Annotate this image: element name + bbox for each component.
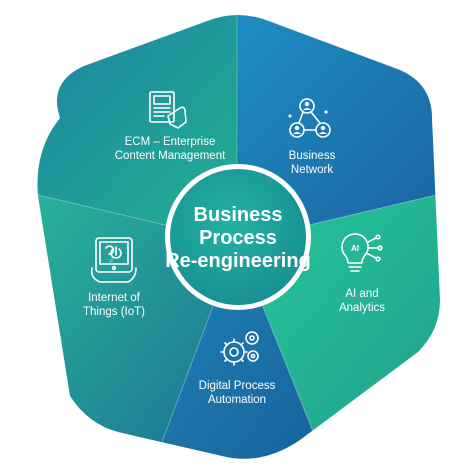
- ai-analytics-label-line-1: AI and: [345, 288, 378, 300]
- iot-label-line-1: Internet of: [88, 292, 141, 304]
- business-network-group: Business Network: [288, 98, 336, 176]
- center-title-line-3: Re-engineering: [165, 250, 311, 272]
- iot-label-line-2: Things (IoT): [83, 306, 145, 318]
- network-people-icon: [288, 98, 331, 138]
- document-hand-icon: [149, 91, 187, 129]
- business-network-label-line-1: Business: [289, 150, 336, 162]
- ecm-label-line-1: ECM – Enterprise: [125, 136, 216, 148]
- digital-process-automation-label-line-2: Automation: [208, 394, 266, 406]
- center-circle: [170, 169, 306, 305]
- tablet-iot-icon: ♫: [90, 237, 137, 283]
- segment-digital-process-automation: [150, 242, 330, 459]
- ecm-label-line-2: Content Management: [115, 150, 226, 162]
- ai-bulb-icon: AI: [341, 233, 383, 272]
- digital-process-automation-label-line-1: Digital Process: [199, 380, 276, 392]
- ai-analytics-group: AI AI and Analytics: [339, 233, 385, 314]
- center-title-line-2: Process: [199, 227, 277, 249]
- center-title-line-1: Business: [194, 204, 283, 226]
- svg-text:AI: AI: [351, 244, 359, 253]
- svg-text:♫: ♫: [109, 258, 114, 264]
- ai-analytics-label-line-2: Analytics: [339, 302, 385, 314]
- digital-process-automation-group: Digital Process Automation: [199, 331, 276, 406]
- business-network-label-line-2: Network: [291, 164, 333, 176]
- ecm-group: ECM – Enterprise Content Management: [115, 91, 226, 162]
- center-hub: Business Process Re-engineering: [165, 164, 311, 310]
- iot-group: ♫ Internet of Things (IoT): [83, 237, 145, 318]
- gears-icon: [220, 331, 259, 366]
